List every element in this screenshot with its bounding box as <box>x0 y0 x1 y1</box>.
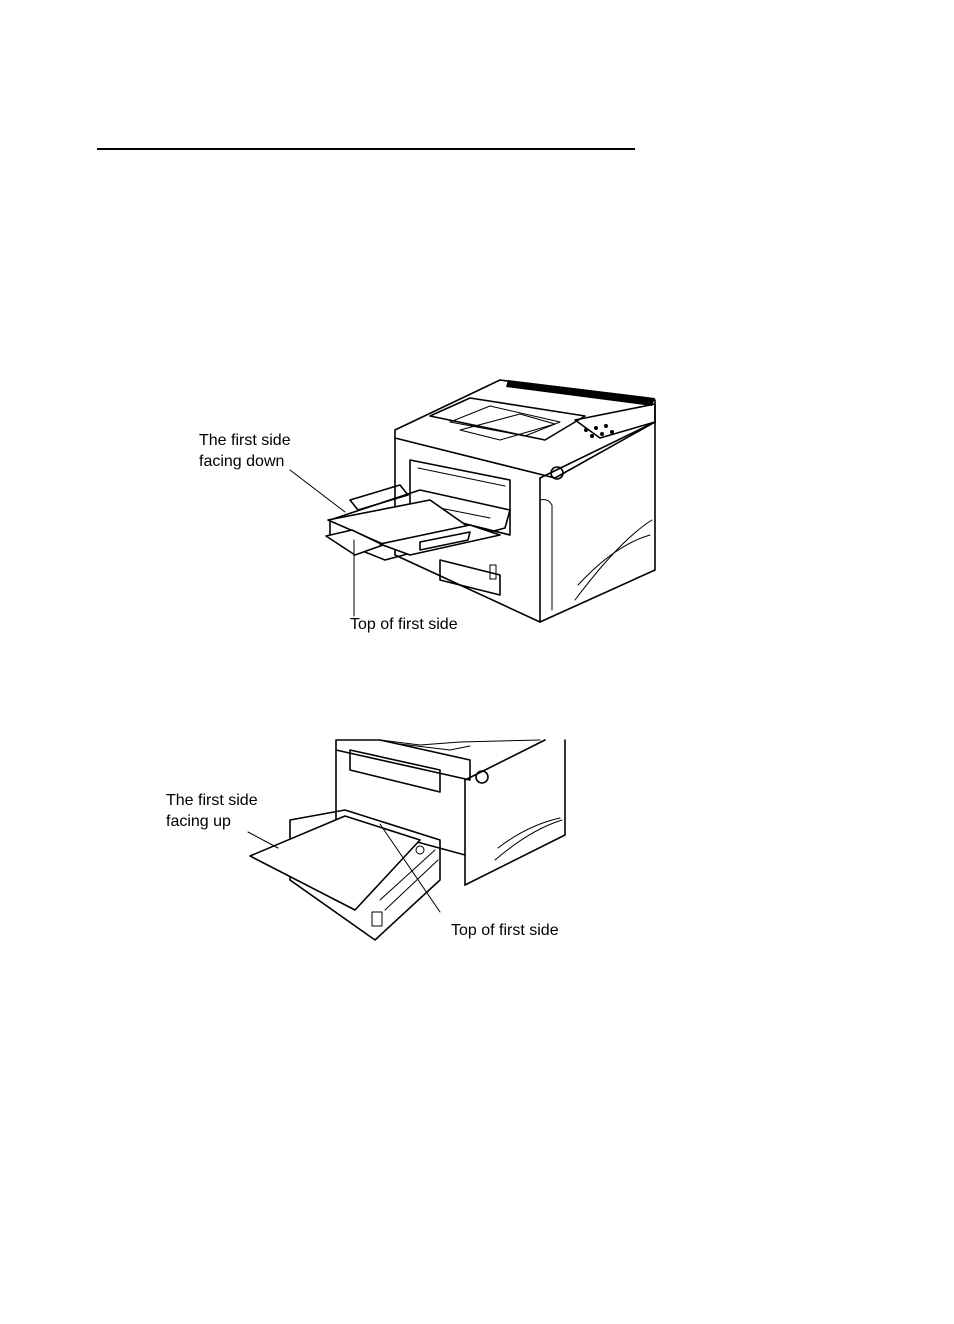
figure-manual-feed: The first side facing down Top of first s… <box>0 360 954 660</box>
label-top-of-first-side: Top of first side <box>350 614 458 635</box>
figure-paper-cassette: The first side facing up Top of first sid… <box>0 720 954 980</box>
label-first-side-facing-down: The first side facing down <box>199 430 291 472</box>
printer-manual-feed-illustration <box>0 360 954 660</box>
header-rule <box>97 148 635 150</box>
label-line-1: The first side <box>166 792 258 809</box>
label-top-of-first-side: Top of first side <box>451 920 559 941</box>
label-line-2: facing down <box>199 453 284 470</box>
label-line-1: The first side <box>199 432 291 449</box>
label-first-side-facing-up: The first side facing up <box>166 790 258 832</box>
printer-cassette-illustration <box>0 720 954 980</box>
label-line-2: facing up <box>166 813 231 830</box>
